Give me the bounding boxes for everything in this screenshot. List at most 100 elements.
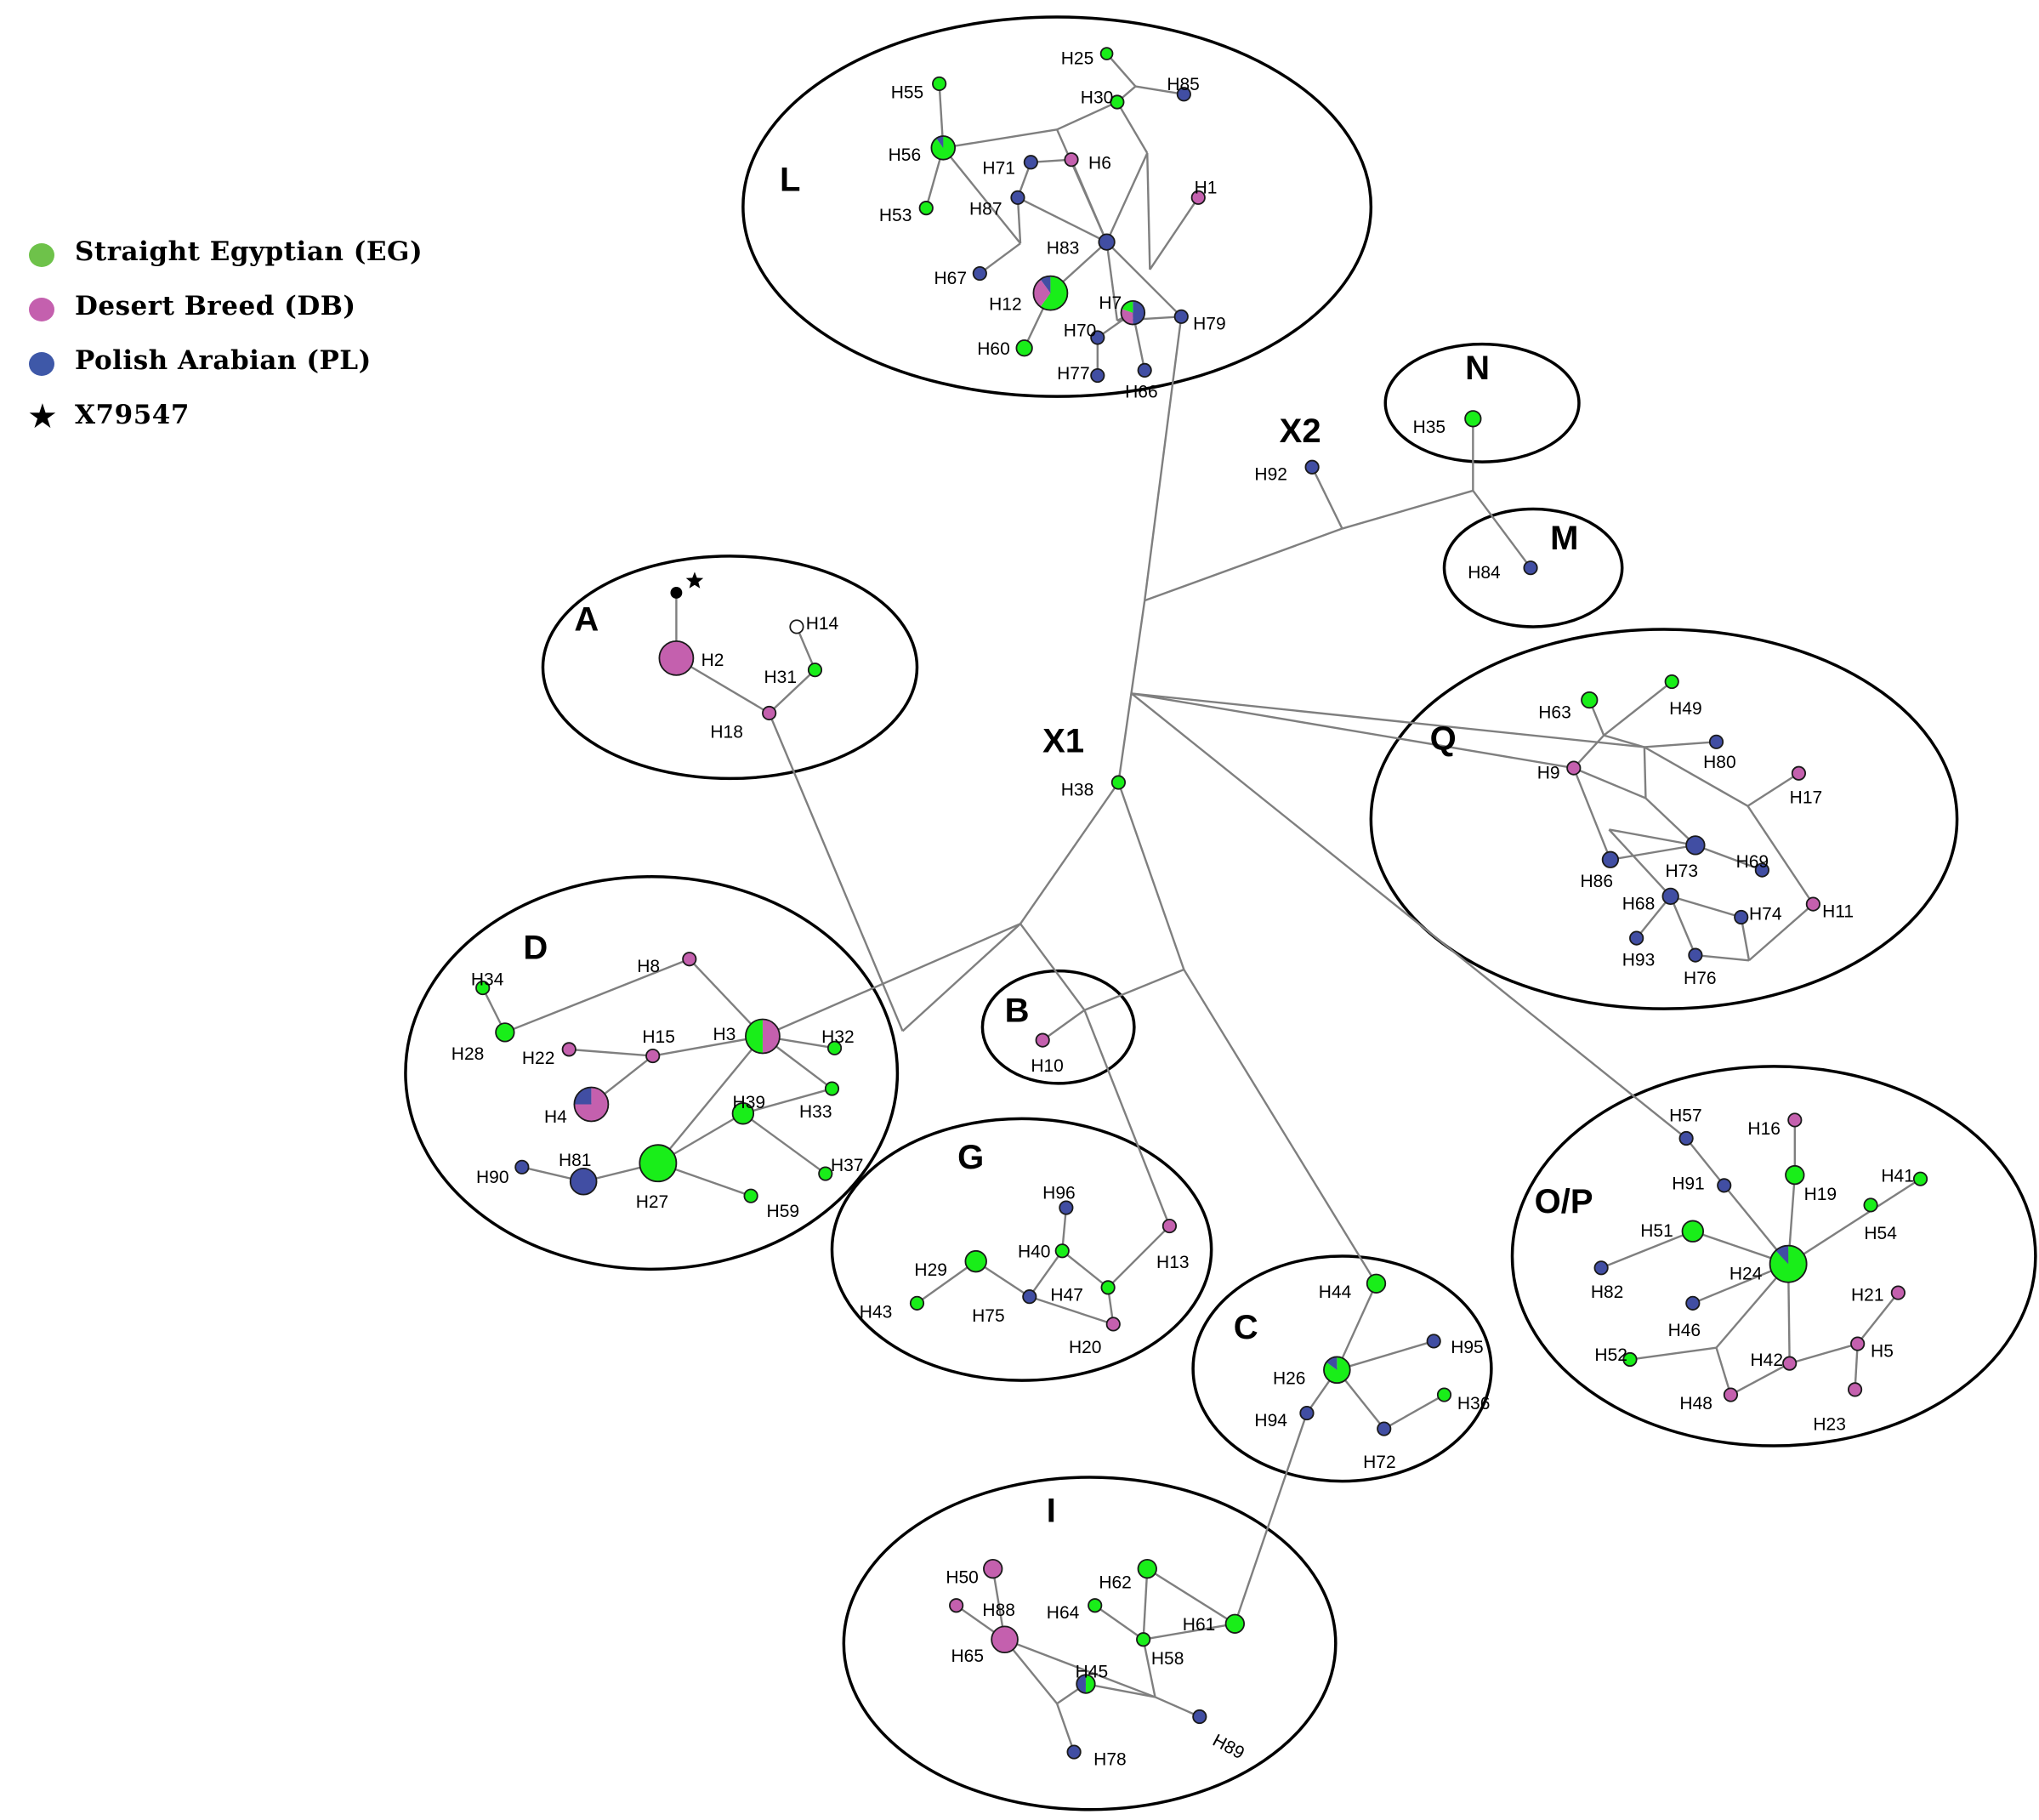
edge-no1-h52 (1629, 1346, 1717, 1361)
haplotype-node-h22 (561, 1042, 576, 1057)
node-circle-h90 (514, 1159, 530, 1174)
edge-ni1-h45 (1085, 1682, 1156, 1698)
node-circle-h88 (949, 1598, 964, 1613)
node-circle-h18 (762, 705, 777, 721)
cluster-label-d: D (523, 930, 548, 967)
cluster-label-n: N (1465, 350, 1490, 387)
haplotype-node-h42 (1782, 1356, 1798, 1371)
edge-no1-h48 (1715, 1347, 1732, 1396)
haplotype-node-h81 (569, 1167, 598, 1196)
node-circle-h42 (1782, 1356, 1798, 1371)
edge-h18-na (768, 713, 904, 1032)
haplotype-node-h41 (1912, 1171, 1928, 1186)
node-circle-h47 (1100, 1280, 1116, 1295)
node-circle-h20 (1105, 1317, 1121, 1332)
node-label-h39: H39 (733, 1093, 766, 1112)
haplotype-node-h21 (1890, 1285, 1906, 1300)
edge-nb-nb2 (1083, 968, 1184, 1011)
edge-h51-h82 (1600, 1230, 1694, 1269)
edge-h61-h58 (1143, 1623, 1235, 1641)
node-label-h83: H83 (1047, 238, 1080, 258)
haplotype-node-h50 (983, 1558, 1003, 1579)
node-label-h17: H17 (1790, 788, 1823, 808)
edge-h67-nl4 (979, 242, 1021, 275)
node-label-h30: H30 (1081, 88, 1114, 108)
node-circle-h48 (1723, 1387, 1739, 1402)
node-label-h28: H28 (452, 1044, 485, 1064)
node-label-h24: H24 (1729, 1265, 1763, 1284)
node-label-h88: H88 (982, 1601, 1015, 1620)
edge-h72-h36 (1383, 1393, 1445, 1430)
node-label-h43: H43 (860, 1302, 893, 1322)
node-circle-h35 (1464, 410, 1482, 428)
edge-h83-h79 (1105, 241, 1183, 318)
haplotype-node-h79 (1173, 309, 1189, 324)
node-circle-h43 (909, 1295, 925, 1311)
reference-star-icon (685, 572, 704, 589)
node-circle-h30 (1110, 94, 1125, 110)
edge-nq-nq2 (1131, 692, 1645, 748)
node-outline-h12 (1032, 275, 1069, 311)
pie-slice-h26-eg (1323, 1356, 1350, 1384)
node-circle-h82 (1593, 1260, 1609, 1276)
node-label-h57: H57 (1669, 1106, 1702, 1125)
pie-slice-h45-eg (1085, 1675, 1095, 1693)
haplotype-node-h18 (762, 705, 777, 721)
haplotype-node-h38 (1110, 775, 1127, 790)
edge-h79-xtop (1143, 316, 1183, 601)
haplotype-node-h30 (1110, 94, 1125, 110)
node-circle-h40 (1054, 1243, 1070, 1259)
node-label-h41: H41 (1881, 1166, 1914, 1186)
node-label-h10: H10 (1031, 1056, 1064, 1076)
haplotype-node-h36 (1436, 1387, 1452, 1402)
node-label-h29: H29 (914, 1260, 947, 1280)
edge-h74-nq6 (1740, 917, 1751, 961)
haplotype-node-h89 (1192, 1709, 1207, 1725)
node-outline-h7 (1120, 299, 1146, 326)
haplotype-node-h61 (1224, 1613, 1246, 1634)
node-circle-h44 (1366, 1273, 1387, 1294)
haplotype-node-h5 (1850, 1336, 1866, 1351)
cluster-label-g: G (957, 1139, 984, 1176)
legend-label-pl: Polish Arabian (PL) (75, 345, 372, 376)
node-label-h53: H53 (879, 206, 912, 225)
node-label-h96: H96 (1042, 1183, 1076, 1203)
node-label-h72: H72 (1363, 1453, 1396, 1472)
node-label-h63: H63 (1538, 703, 1571, 723)
pie-slice-h7-db (1121, 309, 1133, 325)
haplotype-node-h40 (1054, 1243, 1070, 1259)
cluster-label-c: C (1234, 1309, 1258, 1346)
edge-h57-h91 (1685, 1137, 1725, 1186)
node-label-h14: H14 (806, 614, 839, 634)
node-label-h76: H76 (1684, 969, 1717, 988)
node-circle-h59 (743, 1188, 758, 1203)
cluster-m-boundary (1442, 507, 1624, 628)
node-label-h79: H79 (1193, 315, 1226, 334)
node-circle-h61 (1224, 1613, 1246, 1634)
cluster-label-o-p: O/P (1535, 1183, 1593, 1220)
edge-h65-ni1 (1004, 1638, 1156, 1698)
cluster-q-boundary (1369, 628, 1959, 1010)
edge-h6-h83 (1070, 159, 1108, 243)
haplotype-node-h95 (1426, 1334, 1441, 1349)
edge-nq3-h73 (1644, 797, 1696, 846)
cluster-label-b: B (1005, 992, 1030, 1030)
haplotype-node-h73 (1685, 835, 1706, 856)
node-label-h9: H9 (1537, 763, 1560, 782)
legend-item-pl: Polish Arabian (PL) (24, 337, 500, 391)
pie-slice-h12-eg (1040, 276, 1068, 310)
edge-h9-nq3 (1573, 766, 1646, 799)
legend-label-eg: Straight Egyptian (EG) (75, 236, 423, 267)
edge-na-nx1 (901, 923, 1021, 1032)
cluster-a-boundary (541, 555, 919, 781)
edge-h3-h27 (656, 1035, 764, 1164)
haplotype-node-h74 (1734, 909, 1749, 925)
cluster-label-x1: X1 (1042, 723, 1084, 760)
node-label-h51: H51 (1640, 1221, 1673, 1241)
haplotype-node-h9 (1566, 760, 1582, 776)
pie-slice-h7-pl (1133, 300, 1145, 325)
haplotype-node-h56 (930, 135, 957, 161)
node-label-h3: H3 (713, 1025, 736, 1044)
node-label-h84: H84 (1468, 563, 1501, 583)
node-label-h89: H89 (1209, 1731, 1247, 1763)
